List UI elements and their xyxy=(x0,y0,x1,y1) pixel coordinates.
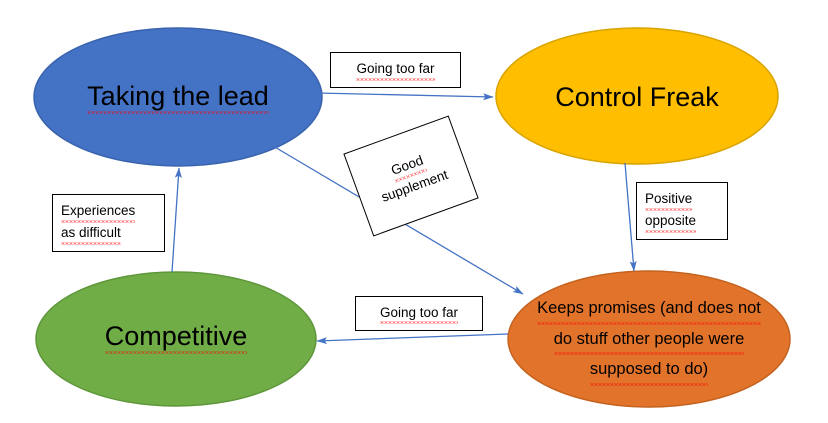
tag-experiences-difficult[interactable]: Experiences as difficult xyxy=(52,194,165,252)
tag-going-too-far-bottom[interactable]: Going too far xyxy=(355,296,483,331)
edge-keeps-to-competitive[interactable] xyxy=(316,333,509,345)
tag-positive-opposite[interactable]: Positive opposite xyxy=(636,182,728,240)
edge-control-to-keeps[interactable] xyxy=(624,162,637,272)
tag-going-too-far-top[interactable]: Going too far xyxy=(330,52,461,88)
edge-competitive-to-lead[interactable] xyxy=(171,167,182,273)
edge-lead-to-control[interactable] xyxy=(316,92,494,101)
node-ellipse-control-freak[interactable] xyxy=(495,27,779,165)
